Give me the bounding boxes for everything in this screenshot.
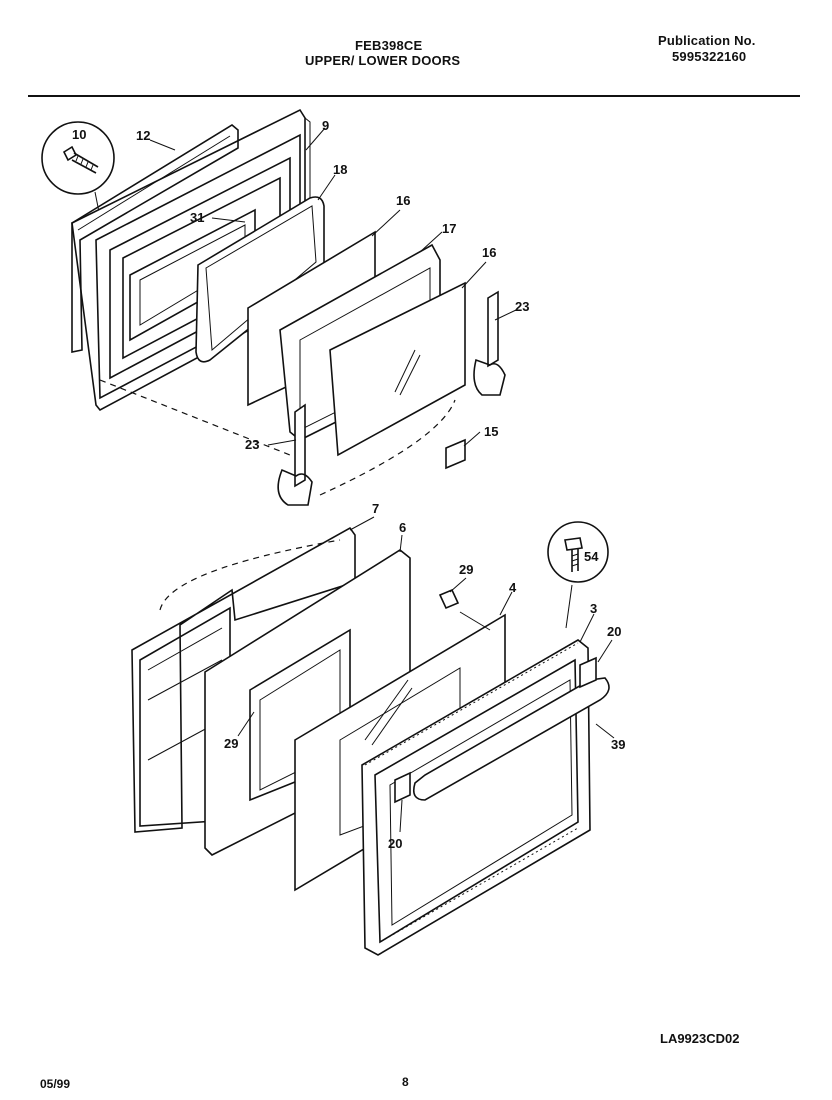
callout-20-left: 20 bbox=[388, 836, 402, 851]
door-glass-rear bbox=[329, 281, 466, 457]
screw-icon bbox=[564, 537, 583, 572]
screw-callout-circle bbox=[41, 121, 115, 195]
callout-29-upper: 29 bbox=[459, 562, 473, 577]
callout-20-right: 20 bbox=[607, 624, 621, 639]
callout-17: 17 bbox=[442, 221, 456, 236]
callout-18: 18 bbox=[333, 162, 347, 177]
spacer-part bbox=[438, 588, 460, 610]
door-hinge-right bbox=[473, 290, 506, 396]
callout-10: 10 bbox=[72, 127, 86, 142]
screw-icon bbox=[62, 145, 99, 174]
callout-6: 6 bbox=[399, 520, 406, 535]
callout-23-right: 23 bbox=[515, 299, 529, 314]
lower-door-assembly bbox=[131, 521, 610, 956]
callout-4: 4 bbox=[509, 580, 517, 595]
header-rule bbox=[28, 95, 800, 97]
callout-16-rear-glass: 16 bbox=[482, 245, 496, 260]
callout-29-lower: 29 bbox=[224, 736, 238, 751]
vent-slots bbox=[364, 642, 579, 766]
publication-number: 5995322160 bbox=[672, 49, 747, 64]
callout-9: 9 bbox=[322, 118, 329, 133]
handle-bracket-left bbox=[394, 771, 411, 804]
upper-leader-lines bbox=[149, 127, 517, 447]
lower-leader-lines bbox=[237, 516, 615, 833]
callout-15: 15 bbox=[484, 424, 498, 439]
callout-31: 31 bbox=[190, 210, 204, 225]
callout-39: 39 bbox=[611, 737, 625, 752]
upper-door-assembly bbox=[41, 108, 506, 506]
door-insulation bbox=[131, 526, 356, 833]
door-hinge-left bbox=[277, 403, 313, 506]
callout-12: 12 bbox=[136, 128, 150, 143]
door-strike bbox=[445, 438, 466, 470]
section-title: UPPER/ LOWER DOORS bbox=[305, 53, 461, 68]
revision-date: 05/99 bbox=[40, 1077, 71, 1091]
drawing-number: LA9923CD02 bbox=[660, 1031, 740, 1046]
callout-23-left: 23 bbox=[245, 437, 259, 452]
callout-16-front-glass: 16 bbox=[396, 193, 410, 208]
model-number: FEB398CE bbox=[355, 38, 423, 53]
page-number: 8 bbox=[402, 1075, 409, 1089]
callout-54: 54 bbox=[584, 549, 599, 564]
callout-3: 3 bbox=[590, 601, 597, 616]
publication-label: Publication No. bbox=[658, 33, 756, 48]
door-handle bbox=[412, 677, 610, 801]
door-gasket bbox=[71, 124, 239, 353]
callout-7: 7 bbox=[372, 501, 379, 516]
handle-bracket-right bbox=[579, 656, 597, 689]
screw-callout-circle-lower bbox=[547, 521, 609, 583]
